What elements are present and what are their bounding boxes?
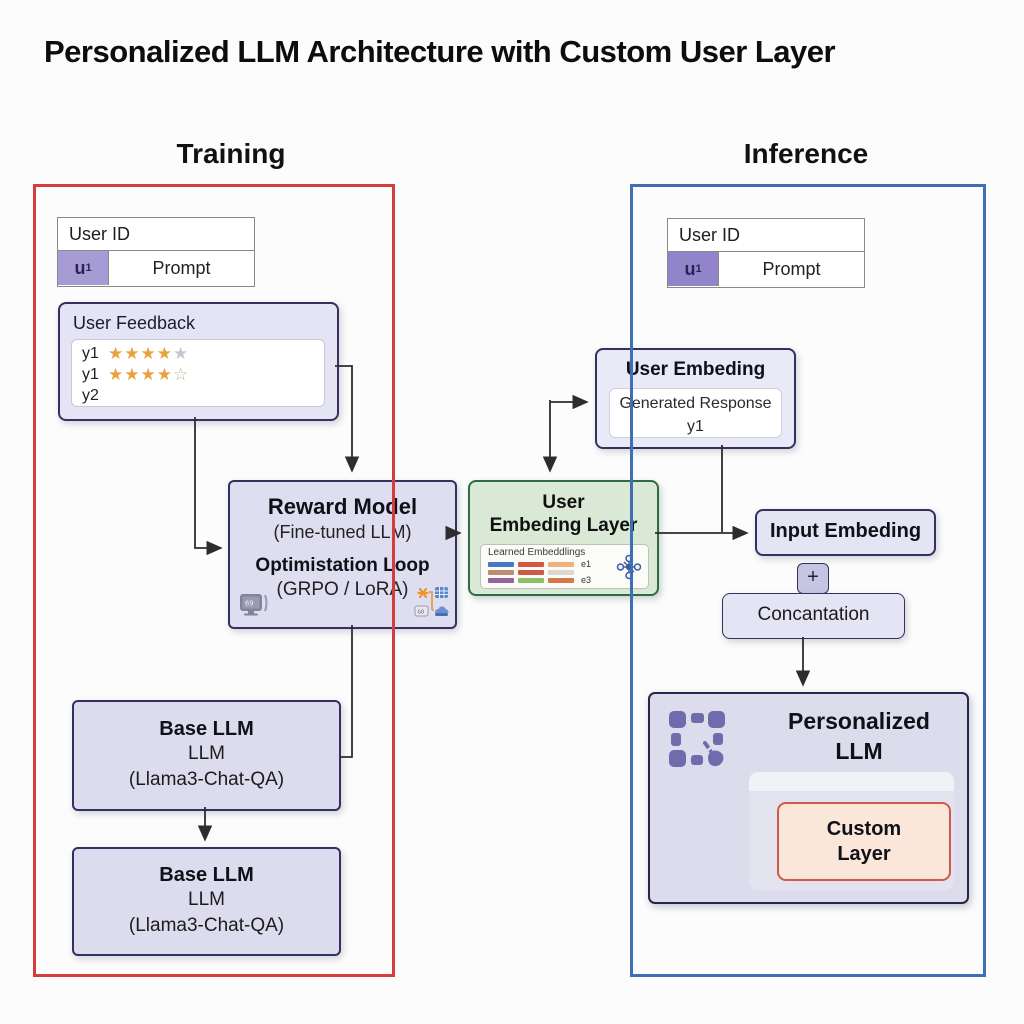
user-feedback-title: User Feedback: [73, 313, 196, 333]
user-id-header: User ID: [668, 219, 864, 252]
plus-operator: +: [797, 563, 829, 594]
learned-embeddings-panel: Learned Embeddlings e1 e3: [480, 544, 649, 589]
user-embedding-layer-box: User Embeding Layer Learned Embeddlings …: [468, 480, 659, 596]
star-rating-icon: ★★★★: [108, 343, 173, 363]
custom-layer-line2: Layer: [837, 842, 891, 865]
star-empty-icon: ☆: [172, 364, 189, 384]
user-embedding-title: User Embeding: [625, 359, 766, 380]
optimisation-loop-subtitle: (GRPO / LoRA): [276, 579, 409, 600]
base-llm-title: Base LLM: [159, 864, 254, 886]
plus-icon: +: [807, 566, 819, 588]
blocks-icon: [669, 711, 725, 767]
embedding-label-e3: e3: [581, 575, 592, 585]
learned-embeddings-title: Learned Embeddlings: [488, 547, 586, 558]
input-embedding-label: Input Embeding: [769, 520, 922, 542]
feedback-row: y1 ★★★★ ★: [82, 343, 189, 363]
star-empty-icon: ★: [172, 343, 189, 363]
embedding-layer-title-line1: User: [542, 492, 585, 513]
prompt-cell: Prompt: [762, 258, 821, 279]
feedback-row: y2: [82, 386, 99, 404]
base-llm-box-2: Base LLM LLM (Llama3-Chat-QA): [72, 847, 341, 956]
llm-layers-panel: Custom Layer: [749, 772, 954, 890]
input-embedding-box: Input Embeding: [755, 509, 936, 556]
training-section-label: Training: [176, 138, 286, 169]
feedback-rating-panel: y1 ★★★★ ★ y1 ★★★★ ☆ y2: [71, 339, 325, 407]
user-id-header: User ID: [58, 218, 254, 251]
generated-response-line2: y1: [687, 418, 704, 435]
page-title: Personalized LLM Architecture with Custo…: [44, 34, 836, 69]
star-rating-icon: ★★★★: [108, 364, 173, 384]
base-llm-line2: LLM: [188, 889, 225, 910]
embedding-layer-title-line2: Embeding Layer: [489, 515, 638, 536]
base-llm-box-1: Base LLM LLM (Llama3-Chat-QA): [72, 700, 341, 811]
optimisation-loop-title: Optimistation Loop: [255, 555, 430, 576]
reward-model-box: Reward Model (Fine-tuned LLM) Optimistat…: [228, 480, 457, 629]
concatenation-box: Concantation: [722, 593, 905, 639]
embedding-bars: [488, 562, 574, 583]
personalized-llm-box: Personalized LLM Custom Layer: [648, 692, 969, 904]
base-llm-line3: (Llama3-Chat-QA): [128, 769, 285, 790]
svg-text:GO: GO: [418, 610, 425, 616]
base-llm-line2: LLM: [188, 743, 225, 764]
reward-model-subtitle: (Fine-tuned LLM): [273, 522, 412, 542]
embedding-label-e1: e1: [581, 559, 592, 569]
concatenation-label: Concantation: [757, 604, 870, 625]
generated-response-line1: Generated Response: [619, 395, 772, 412]
svg-text:69: 69: [245, 600, 253, 608]
feedback-row: y1 ★★★★ ☆: [82, 364, 189, 384]
workflow-icons: GO: [414, 587, 449, 617]
terminal-icon: 69: [240, 594, 268, 616]
base-llm-title: Base LLM: [159, 718, 254, 740]
network-graph-icon: [616, 554, 642, 580]
base-llm-line3: (Llama3-Chat-QA): [128, 915, 285, 936]
inference-section-label: Inference: [743, 138, 869, 169]
generated-response-panel: Generated Response y1: [609, 388, 782, 438]
user-feedback-box: User Feedback y1 ★★★★ ★ y1 ★★★★ ☆ y2: [58, 302, 339, 421]
prompt-cell: Prompt: [152, 257, 211, 278]
personalized-llm-title-line2: LLM: [835, 738, 883, 764]
user-embedding-box: User Embeding Generated Response y1: [595, 348, 796, 449]
personalized-llm-title-line1: Personalized: [788, 708, 930, 734]
custom-layer-box: Custom Layer: [777, 802, 951, 881]
reward-model-title: Reward Model: [267, 494, 418, 519]
custom-layer-line1: Custom: [826, 817, 902, 840]
